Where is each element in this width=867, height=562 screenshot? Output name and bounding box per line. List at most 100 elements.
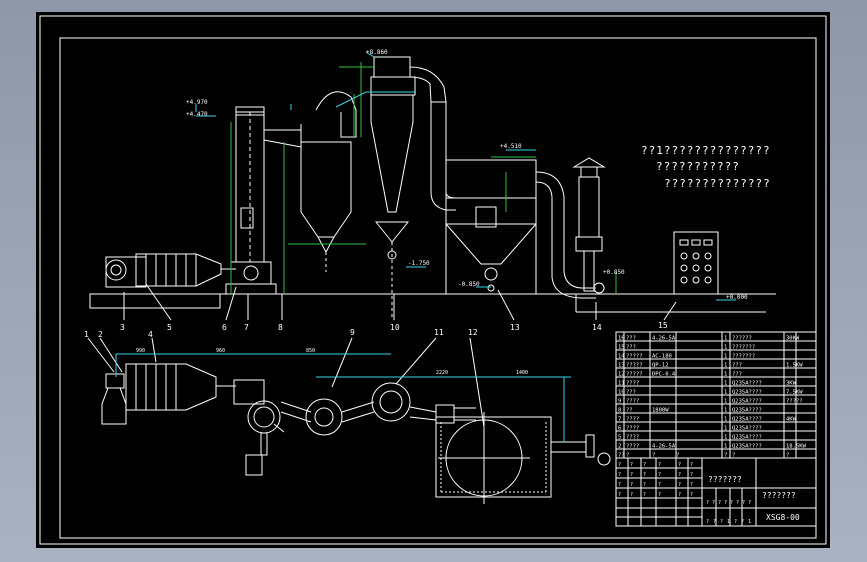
title-block-texts: ??????? ??????? XSG8-00 (708, 475, 800, 522)
bom-cell-note: ????? (786, 399, 803, 405)
bom-cell-name: ???? (626, 417, 639, 423)
callout: 11 (434, 328, 444, 337)
title-block-cell: ? (690, 492, 693, 498)
bom-cell-no: 9 (618, 399, 621, 405)
elevation-label: +4.510 (500, 143, 522, 150)
bom-cell-name: ?? (626, 408, 633, 414)
sheet-cell: ? (713, 519, 716, 525)
bom-cell-name: ????? (626, 354, 643, 360)
bom-cell-qty: 1 (724, 381, 727, 387)
elevation-label: +8.860 (366, 49, 388, 56)
bom-cell-model: 1800W (652, 408, 669, 414)
bom-header-cell: ? (786, 453, 789, 459)
technical-note-line-3: ?????????????? (664, 177, 771, 190)
technical-note-line-2: ??????????? (656, 160, 740, 173)
callout: 8 (278, 323, 283, 332)
drawing-number: XSG8-00 (766, 513, 800, 522)
bom-cell-note: 1.5KW (786, 363, 803, 369)
bom-cell-material: Q235A???? (732, 381, 762, 387)
bom-cell-no: 2 (618, 444, 621, 450)
cad-drawing: +4.970 +4.470 +8.860 +4.510 -1.750 -0.85… (39, 15, 827, 545)
sheet-cell: ? (720, 519, 723, 525)
title-block-cell: ? (618, 482, 621, 488)
scale-cell: ? (748, 500, 751, 506)
bom-cell-no: 14 (618, 354, 625, 360)
bom-header-cell: ? (732, 453, 735, 459)
plan-dimensions (115, 353, 571, 442)
sheet-cell: ? (741, 519, 744, 525)
bom-cell-qty: 1 (724, 336, 727, 342)
title-block-cell: ? (630, 462, 633, 468)
title-block-cell: ? (630, 472, 633, 478)
bom-cell-qty: 1 (724, 444, 727, 450)
title-block-cell: ? (630, 482, 633, 488)
control-cabinet-buttons (679, 239, 713, 284)
bom-cell-material: ?????? (732, 336, 752, 342)
callout: 10 (390, 323, 400, 332)
callout: 12 (468, 328, 478, 337)
bom-cell-name: ??? (626, 336, 636, 342)
callout: 14 (592, 323, 602, 332)
bom-cell-note: 4KW (786, 417, 797, 423)
sheet-cell: 1 (727, 519, 730, 525)
bom-cell-model: DPC-0.4 (652, 372, 676, 378)
callout: 13 (510, 323, 520, 332)
bom-cell-name: ??? (626, 390, 636, 396)
bom-header-cell: ? (652, 453, 655, 459)
elevation-label: -0.850 (458, 281, 480, 288)
dimension-text: 990 (136, 348, 145, 354)
bom-cell-model: 4-26-5A (652, 336, 676, 342)
plan-dimension-texts: 990 960 850 2220 1400 (136, 348, 528, 376)
drawing-sheet: +4.970 +4.470 +8.860 +4.510 -1.750 -0.85… (36, 12, 830, 548)
bom-cell-model: AC-180 (652, 354, 672, 360)
title-block-cell: ? (690, 482, 693, 488)
sheet-cell: ? (734, 519, 737, 525)
title-block (615, 457, 817, 527)
bom-cell-name: ???? (626, 444, 639, 450)
bom-cell-name: ??? (626, 345, 636, 351)
bom-cell-qty: 1 (724, 354, 727, 360)
bom-header-cell: ?? (618, 453, 625, 459)
title-block-cell: ? (678, 462, 681, 468)
dimension-lines-green (230, 62, 617, 294)
centerlines-cyan (195, 51, 736, 301)
bom-cell-name: ????? (626, 372, 643, 378)
title-block-cell: ? (690, 462, 693, 468)
dimension-text: 1400 (516, 370, 528, 376)
bom-cell-material: ??????? (732, 354, 755, 360)
bom-cell-qty: 1 (724, 390, 727, 396)
drawing-title: ??????? (708, 475, 742, 484)
bom-cell-qty: 1 (724, 345, 727, 351)
title-block-cell: ? (643, 492, 646, 498)
bom-cell-note: 18.5KW (786, 444, 807, 450)
elevation-label: +4.970 (186, 99, 208, 106)
title-block-cell: ? (678, 472, 681, 478)
bom-cell-name: ???? (626, 399, 639, 405)
bom-cell-qty: 1 (724, 417, 727, 423)
callout: 9 (350, 328, 355, 337)
scale-cell: ? (712, 500, 715, 506)
callout: 15 (658, 321, 668, 330)
bom-cell-qty: 1 (724, 408, 727, 414)
title-block-cell: ? (658, 492, 661, 498)
bom-cell-material: Q235A???? (732, 399, 762, 405)
title-block-cell: ? (643, 462, 646, 468)
callout: 5 (167, 323, 172, 332)
bom-cell-material: Q235A???? (732, 426, 762, 432)
sheet-cell: ? (706, 519, 709, 525)
leader-lines (87, 283, 677, 428)
bom-cell-note: 3KW (786, 381, 797, 387)
plan-view (101, 363, 611, 504)
technical-note-line-1: ??1?????????????? (641, 144, 771, 157)
dimension-text: 2220 (436, 370, 448, 376)
bom-header-cell: ? (724, 453, 727, 459)
bom-cell-no: 11 (618, 381, 625, 387)
outer-border (39, 15, 827, 545)
bom-header-cell: ? (626, 453, 629, 459)
scale-cell: ? (736, 500, 739, 506)
elevation-label: +0.000 (726, 294, 748, 301)
bom-cell-qty: 1 (724, 399, 727, 405)
callout: 3 (120, 323, 125, 332)
bom-cell-no: 15 (618, 345, 625, 351)
bom-cell-no: 13 (618, 363, 625, 369)
